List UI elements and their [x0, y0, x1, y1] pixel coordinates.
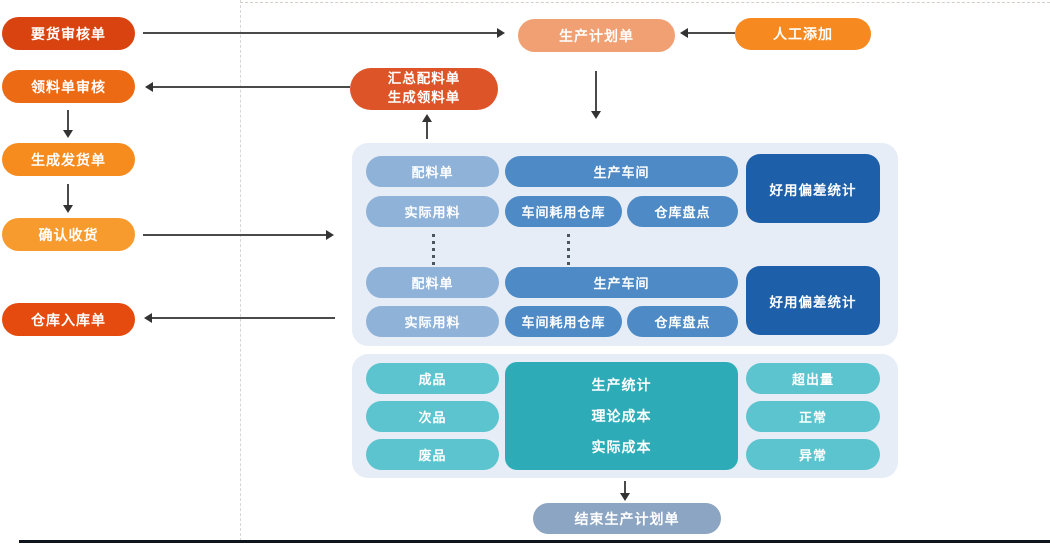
- stats-panel: 成品 次品 废品 生产统计 理论成本 实际成本 超出量 正常 异常: [352, 354, 898, 478]
- node-material-audit: 领料单审核: [2, 70, 135, 103]
- arrow-plan-down-line: [595, 71, 597, 111]
- node-defective-goods: 次品: [366, 401, 499, 432]
- summary-line-2: 生成领料单: [387, 90, 461, 106]
- node-batch-order-1: 配料单: [366, 156, 499, 187]
- node-workshop-1: 生产车间: [505, 156, 738, 187]
- arrow-demand-to-plan-head: [497, 28, 505, 38]
- arrow-receipt-to-panel-line: [143, 234, 326, 236]
- arrow-panel-to-warehousein-head: [144, 313, 152, 323]
- arrow-stats-to-end-line: [624, 481, 626, 494]
- arrow-material-to-shipment-head: [63, 130, 73, 138]
- node-workshop-store-1: 车间耗用仓库: [505, 196, 622, 227]
- arrow-manual-to-plan-head: [680, 28, 688, 38]
- arrow-shipment-to-receipt-head: [63, 205, 73, 213]
- stat-line-actual-cost: 实际成本: [591, 439, 652, 456]
- node-workshop-store-2: 车间耗用仓库: [505, 306, 622, 337]
- node-workshop-2: 生产车间: [505, 267, 738, 298]
- arrow-receipt-to-panel-head: [326, 230, 334, 240]
- arrow-material-to-shipment-line: [67, 110, 69, 131]
- vertical-dashed-guide: [240, 0, 241, 541]
- node-finished-goods: 成品: [366, 363, 499, 394]
- arrow-demand-to-plan-line: [143, 32, 497, 34]
- node-production-stats: 生产统计 理论成本 实际成本: [505, 362, 738, 470]
- node-actual-usage-2: 实际用料: [366, 306, 499, 337]
- node-create-shipment: 生成发货单: [2, 143, 135, 176]
- arrow-panel-to-warehousein-line: [152, 317, 335, 319]
- dotted-connector-left: [432, 234, 435, 266]
- dotted-connector-right: [567, 234, 570, 266]
- node-stock-check-1: 仓库盘点: [627, 196, 738, 227]
- bottom-border-line: [19, 540, 1050, 543]
- arrow-shipment-to-receipt-line: [67, 184, 69, 205]
- node-end-plan: 结束生产计划单: [533, 503, 721, 534]
- node-warehouse-in: 仓库入库单: [2, 303, 135, 336]
- arrow-manual-to-plan-line: [688, 32, 735, 34]
- arrow-plan-down-head: [591, 111, 601, 119]
- arrow-stats-to-end-head: [620, 493, 630, 501]
- node-stock-check-2: 仓库盘点: [627, 306, 738, 337]
- arrow-summary-to-material-head: [145, 82, 153, 92]
- node-summary-picking: 汇总配料单 生成领料单: [350, 68, 498, 110]
- arrow-panel-to-summary-line: [426, 122, 428, 139]
- arrow-panel-to-summary-head: [422, 114, 432, 122]
- summary-line-1: 汇总配料单: [387, 71, 461, 87]
- node-normal: 正常: [746, 401, 880, 432]
- node-usage-variance-2: 好用偏差统计: [746, 266, 880, 335]
- node-demand-audit: 要货审核单: [2, 17, 135, 50]
- node-manual-add: 人工添加: [735, 18, 871, 50]
- stat-line-production: 生产统计: [591, 378, 652, 395]
- node-confirm-receipt: 确认收货: [2, 218, 135, 251]
- node-batch-order-2: 配料单: [366, 267, 499, 298]
- top-dashed-guide: [240, 2, 1050, 3]
- node-scrap-goods: 废品: [366, 439, 499, 470]
- workshop-panel: 配料单 生产车间 好用偏差统计 实际用料 车间耗用仓库 仓库盘点 配料单 生产车…: [352, 143, 898, 346]
- node-abnormal: 异常: [746, 439, 880, 470]
- stat-line-theoretical-cost: 理论成本: [591, 408, 652, 425]
- node-production-plan: 生产计划单: [518, 19, 675, 52]
- arrow-summary-to-material-line: [153, 86, 350, 88]
- node-actual-usage-1: 实际用料: [366, 196, 499, 227]
- node-usage-variance-1: 好用偏差统计: [746, 154, 880, 223]
- node-excess: 超出量: [746, 363, 880, 394]
